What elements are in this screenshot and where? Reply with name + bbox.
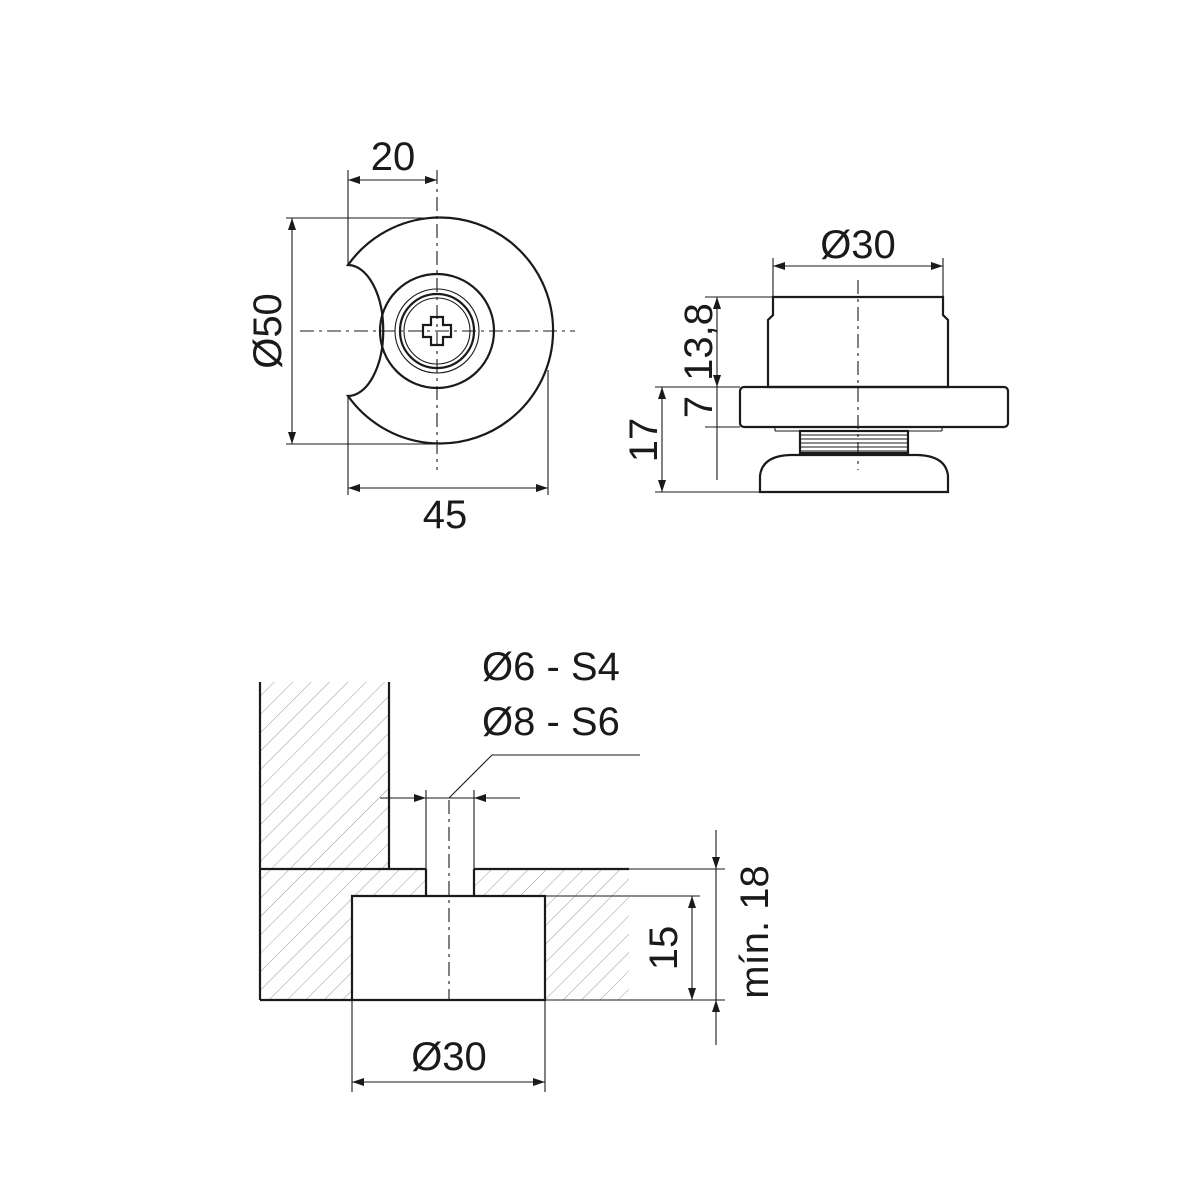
section-pilot-hole	[424, 869, 476, 896]
phillips-cross-icon	[421, 315, 453, 347]
hole-label-d6: Ø6 - S4	[482, 645, 620, 689]
side-view-thread	[798, 429, 910, 455]
dim-label-15: 15	[642, 926, 686, 971]
hole-leader	[448, 754, 640, 799]
dim-label-17: 17	[622, 418, 666, 463]
front-view: 20 Ø50 45	[246, 135, 575, 537]
dim-label-section-d30: Ø30	[411, 1035, 487, 1079]
side-view-foot	[758, 453, 950, 494]
section-vertical-panel	[260, 682, 389, 869]
dim-label-7: 7	[677, 396, 721, 418]
dim-label-13-8: 13,8	[677, 303, 721, 381]
front-view-outline	[345, 216, 555, 445]
dim-label-d50: Ø50	[246, 293, 290, 369]
side-view: Ø30 13,8 7 17	[622, 223, 1010, 494]
dim-label-20: 20	[371, 135, 416, 179]
dim-label-min18: mín. 18	[733, 865, 777, 998]
section-view: Ø6 - S4 Ø8 - S6 Ø30 15 mín. 18	[258, 645, 777, 1092]
side-view-flange	[738, 385, 1010, 429]
dim-label-45: 45	[423, 493, 468, 537]
hole-label-d8: Ø8 - S6	[482, 700, 620, 744]
dim-label-side-d30: Ø30	[820, 223, 896, 267]
